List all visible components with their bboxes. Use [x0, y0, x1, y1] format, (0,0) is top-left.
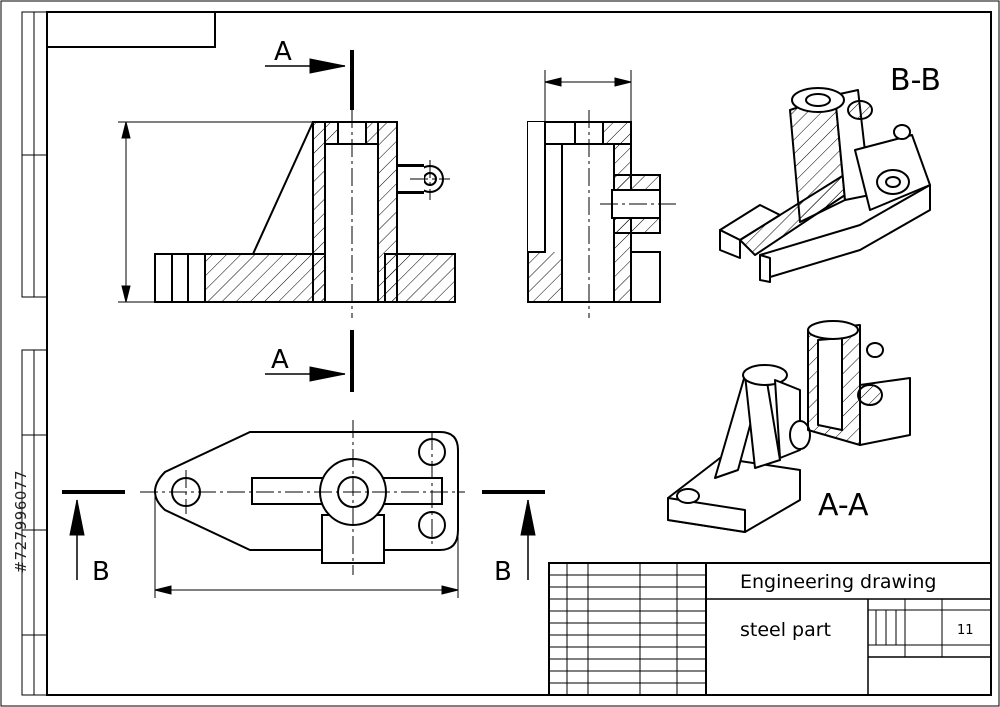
isometric-section-aa: [667, 320, 911, 533]
section-b-label-left: B: [92, 557, 110, 587]
section-aa-title: A-A: [818, 488, 869, 523]
side-view-centerlines: [588, 110, 676, 318]
top-length-dimension: [154, 495, 459, 598]
top-view-centerlines: [140, 420, 465, 575]
section-b-label-right: B: [494, 557, 512, 587]
section-a-label-top: A: [274, 37, 292, 67]
top-view: [154, 431, 459, 564]
title-block-title: Engineering drawing: [740, 571, 936, 593]
side-view-section: [527, 121, 661, 303]
title-block-subtitle: steel part: [740, 619, 831, 641]
code-box: [47, 12, 216, 48]
section-a-label-bottom: A: [271, 345, 289, 375]
section-a-markers: [265, 50, 354, 392]
title-block: [548, 562, 992, 696]
front-view-section: [154, 121, 456, 303]
side-width-dimension: [544, 70, 632, 122]
front-view-centerlines: [351, 110, 450, 318]
stock-id-watermark: #727996077: [12, 470, 30, 574]
isometric-section-bb: [719, 87, 931, 283]
section-b-markers: [62, 490, 545, 580]
section-bb-title: B-B: [890, 63, 941, 98]
left-binding-strip: [21, 11, 48, 696]
front-height-dimension: [118, 121, 313, 303]
title-block-sheet-number: 11: [957, 623, 974, 638]
